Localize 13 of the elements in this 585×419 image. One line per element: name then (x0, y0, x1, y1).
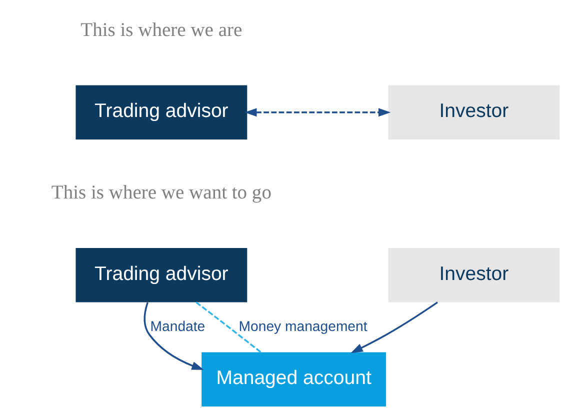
arrow (350, 302, 438, 354)
edge-label: Money management (238, 318, 367, 334)
arrow (244, 108, 390, 117)
connector (195, 302, 261, 353)
node-box: Investor (388, 85, 560, 140)
arrow (143, 302, 204, 370)
label: This is where we are (80, 20, 242, 41)
node-box: Trading advisor (75, 85, 247, 140)
node-box: Investor (388, 248, 560, 302)
node-box: Managed account (201, 352, 386, 406)
node-box: Trading advisor (75, 248, 247, 302)
label: This is where we want to go (50, 182, 271, 204)
edge-label: Mandate (150, 318, 205, 334)
